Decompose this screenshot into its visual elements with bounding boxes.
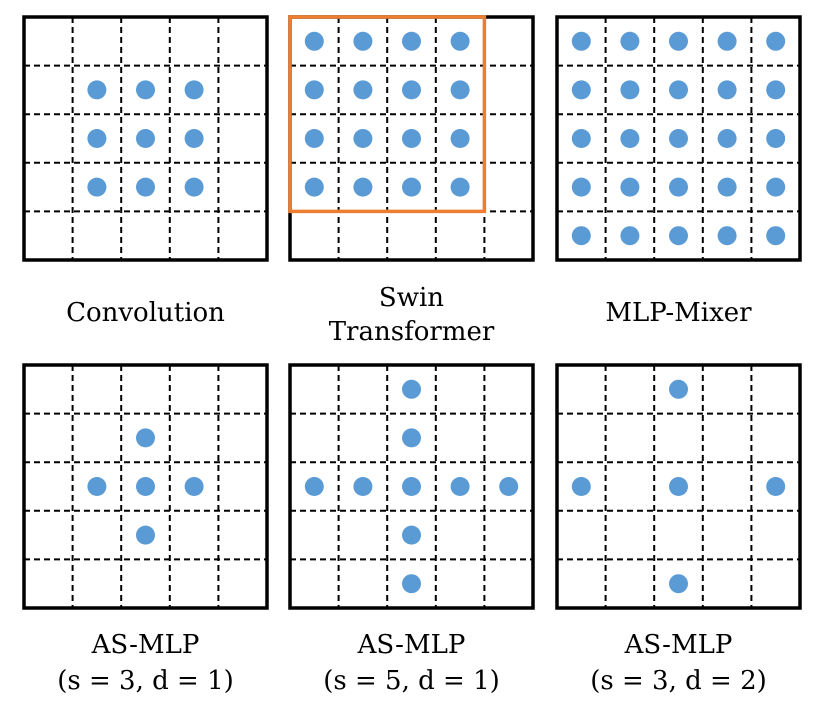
panel-label: Swin [378, 283, 445, 313]
token-dot [669, 177, 688, 197]
token-dot [402, 477, 421, 496]
token-dot [669, 80, 688, 100]
token-dot [669, 31, 688, 51]
token-dot [136, 525, 155, 545]
grid-border [555, 363, 802, 610]
panel-label: Transformer [328, 317, 495, 347]
token-dot [669, 574, 688, 594]
token-dot [450, 129, 470, 148]
token-dot [717, 177, 737, 197]
token-dot [620, 226, 640, 246]
token-dot [402, 129, 421, 148]
grid-border [22, 363, 269, 610]
token-dot [669, 129, 688, 148]
grid-border [288, 363, 535, 610]
token-dot [184, 129, 204, 148]
token-dot [353, 80, 373, 100]
grid-border [555, 15, 802, 262]
token-dot [717, 129, 737, 148]
panel-5 [288, 363, 535, 610]
token-dot [450, 31, 470, 51]
token-dot [571, 31, 591, 51]
token-dot [571, 477, 591, 496]
panel-4 [22, 363, 269, 610]
token-dot [766, 31, 786, 51]
token-dot [571, 129, 591, 148]
token-dot [402, 379, 421, 399]
token-dot [450, 177, 470, 197]
token-dot [669, 477, 688, 496]
token-dot [620, 31, 640, 51]
token-dot [499, 477, 519, 496]
token-dot [304, 177, 324, 197]
token-dot [402, 31, 421, 51]
token-dot [450, 80, 470, 100]
panel-label: AS-MLP [357, 630, 466, 660]
panel-1 [22, 15, 269, 262]
token-dot [402, 80, 421, 100]
token-dot [669, 226, 688, 246]
token-dot [353, 129, 373, 148]
token-dot [402, 428, 421, 448]
token-dot [304, 31, 324, 51]
token-dot [766, 80, 786, 100]
token-dot [571, 80, 591, 100]
token-dot [353, 477, 373, 496]
token-dot [136, 477, 155, 496]
token-dot [402, 574, 421, 594]
token-dot [304, 129, 324, 148]
panel-6 [555, 363, 802, 610]
token-dot [717, 226, 737, 246]
token-dot [620, 129, 640, 148]
token-dot [766, 177, 786, 197]
token-dot [184, 80, 204, 100]
token-dot [87, 477, 107, 496]
token-dot [571, 177, 591, 197]
panel-label: AS-MLP [91, 630, 200, 660]
token-dot [717, 80, 737, 100]
panel-label: Convolution [66, 298, 225, 328]
token-dot [620, 177, 640, 197]
token-dot [87, 177, 107, 197]
panel-3 [555, 15, 802, 262]
token-dot [620, 80, 640, 100]
token-dot [766, 226, 786, 246]
token-dot [717, 31, 737, 51]
token-dot [450, 477, 470, 496]
token-dot [353, 177, 373, 197]
window-box [288, 15, 487, 214]
panel-label: AS-MLP [624, 630, 733, 660]
token-dot [87, 80, 107, 100]
token-dot [766, 477, 786, 496]
token-dot [184, 177, 204, 197]
token-dot [136, 428, 155, 448]
panel-label: MLP-Mixer [605, 298, 752, 328]
token-dot [136, 129, 155, 148]
panel-label: (s = 3, d = 2) [590, 666, 767, 696]
panel-label: (s = 3, d = 1) [57, 666, 234, 696]
token-dot [304, 80, 324, 100]
token-dot [402, 177, 421, 197]
panel-2 [288, 15, 535, 262]
token-dot [184, 477, 204, 496]
token-dot [136, 177, 155, 197]
token-dot [402, 525, 421, 545]
grid-border [22, 15, 269, 262]
panel-label: (s = 5, d = 1) [323, 666, 500, 696]
token-dot [353, 31, 373, 51]
token-dot [669, 379, 688, 399]
token-dot [766, 129, 786, 148]
token-dot [304, 477, 324, 496]
token-dot [571, 226, 591, 246]
token-dot [87, 129, 107, 148]
token-dot [136, 80, 155, 100]
